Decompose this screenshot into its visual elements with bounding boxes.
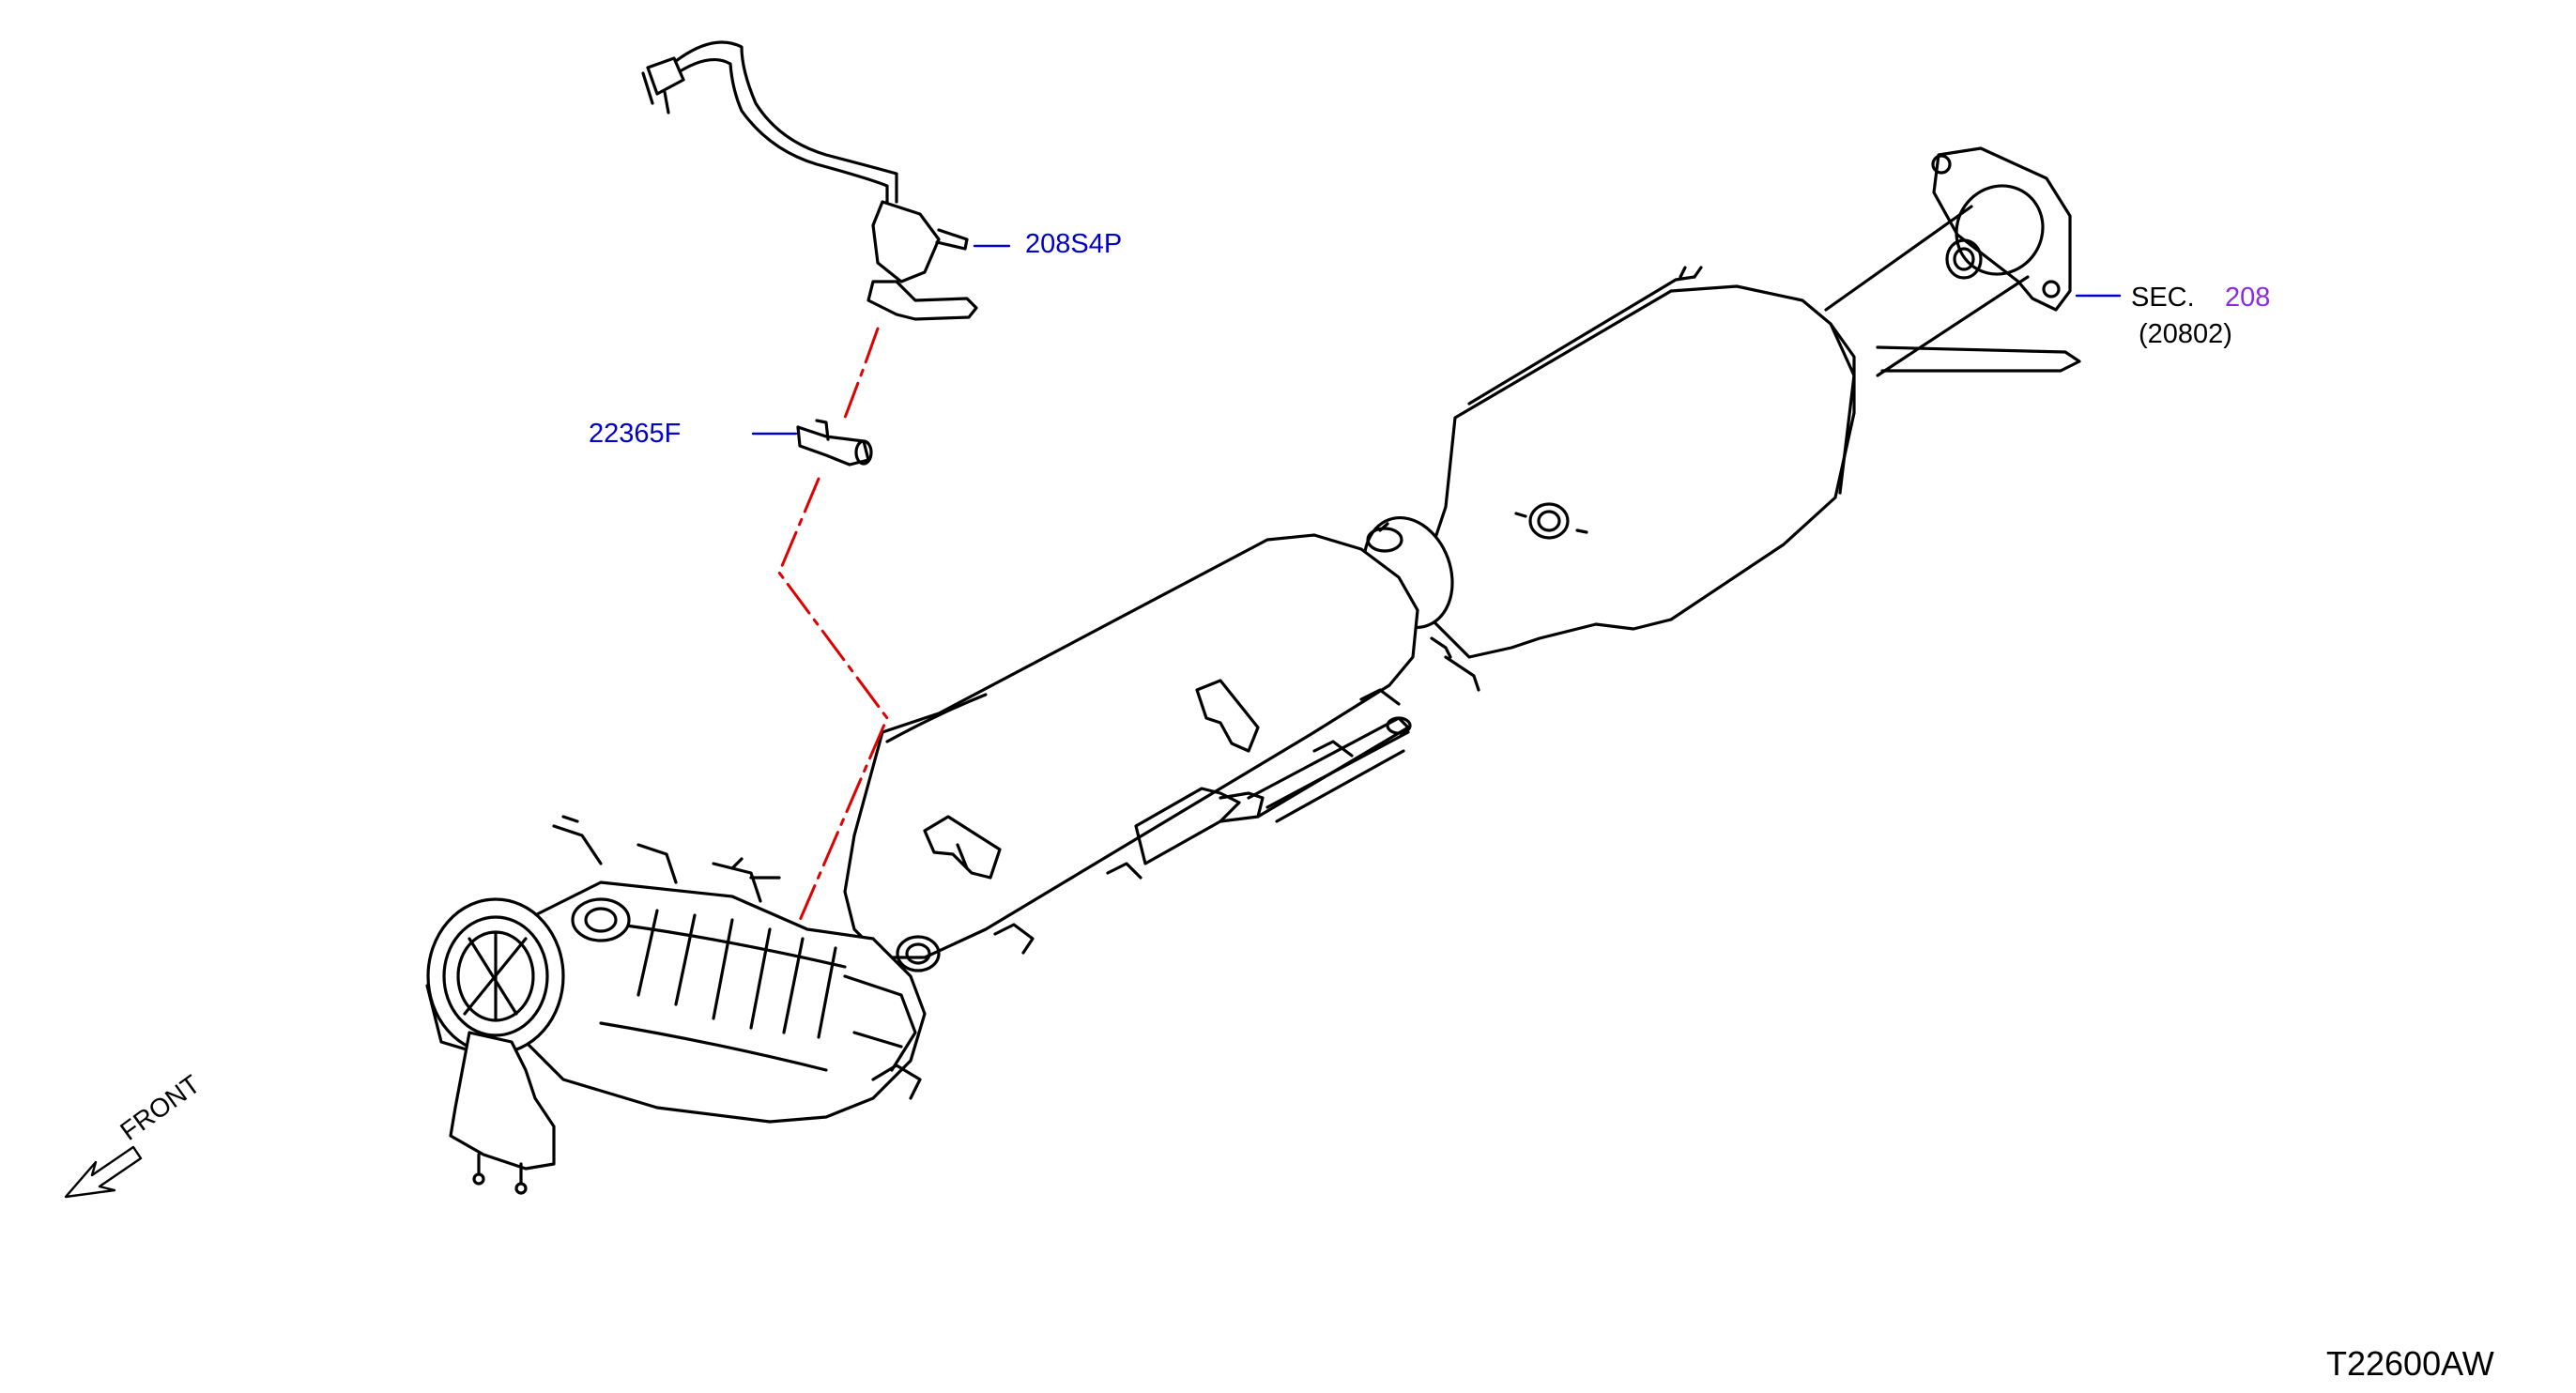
section-ref-link[interactable]: 208: [2225, 283, 2271, 313]
rear-pipe-flange: [1824, 146, 2081, 377]
section-ref-prefix: SEC.: [2131, 283, 2195, 313]
callout-leaders: [751, 244, 2122, 436]
sensor-harness: [641, 40, 978, 321]
dpf-body: [843, 533, 1419, 972]
inlet-flange: [425, 897, 565, 1058]
section-ref-subsection: (20802): [2139, 319, 2232, 349]
callout-22365f[interactable]: 22365F: [589, 419, 682, 449]
dash-dot-leader: [777, 327, 889, 926]
sensor-22365f: [796, 419, 873, 467]
drawing-id: T22600AW: [2326, 1344, 2494, 1383]
rear-catalyst-body: [1425, 266, 1856, 659]
lower-bracket: [449, 1031, 556, 1195]
front-arrow-icon: [64, 1145, 143, 1199]
front-catalytic-converter: [505, 815, 927, 1124]
callout-208s4p[interactable]: 208S4P: [1025, 229, 1123, 259]
